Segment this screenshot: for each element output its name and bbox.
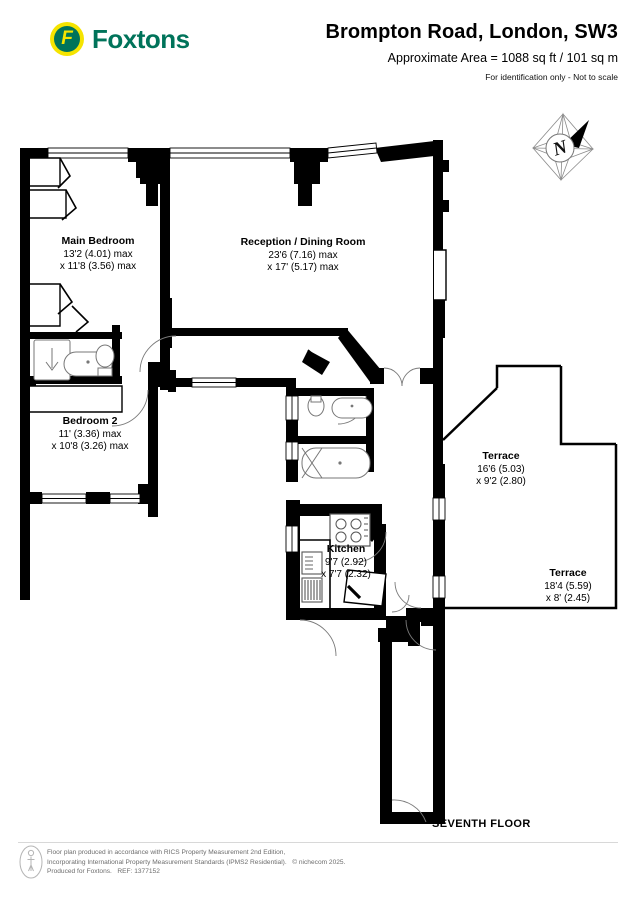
person-measure-icon — [18, 845, 44, 884]
footer-divider — [18, 842, 618, 843]
fixture-outlines — [30, 157, 447, 413]
header: F Foxtons Brompton Road, London, SW3 App… — [0, 0, 636, 110]
kitchen-fixtures — [300, 513, 387, 608]
room-label-kitchen: Kitchen 9'7 (2.92) x 7'7 (2.32) — [321, 543, 371, 580]
footer-disclaimer: Floor plan produced in accordance with R… — [47, 848, 345, 877]
room-label-terrace-lower: Terrace 18'4 (5.59) x 8' (2.45) — [544, 567, 592, 604]
title-block: Brompton Road, London, SW3 Approximate A… — [325, 20, 618, 83]
page-title: Brompton Road, London, SW3 — [325, 21, 618, 43]
shower-room-fixtures — [33, 339, 115, 381]
foxtons-logo: F Foxtons — [50, 22, 190, 56]
windows — [41, 142, 446, 599]
foxtons-logo-icon: F — [50, 22, 84, 56]
approximate-area: Approximate Area = 1088 sq ft / 101 sq m — [387, 51, 618, 65]
floorplan-drawing: Main Bedroom 13'2 (4.01) max x 11'8 (3.5… — [0, 100, 636, 840]
bathroom-fixtures — [301, 395, 373, 479]
footer-line-3: Produced for Foxtons. REF: 1377152 — [47, 868, 160, 876]
room-label-reception-dining: Reception / Dining Room 23'6 (7.16) max … — [240, 236, 366, 273]
room-label-main-bedroom: Main Bedroom 13'2 (4.01) max x 11'8 (3.5… — [59, 235, 137, 272]
footer-line-1: Floor plan produced in accordance with R… — [47, 849, 286, 856]
footer: Floor plan produced in accordance with R… — [0, 840, 636, 900]
compass-rose: N — [527, 108, 599, 186]
floor-caption: SEVENTH FLOOR — [432, 818, 531, 830]
footer-line-2: Incorporating International Property Mea… — [47, 858, 346, 866]
disclaimer-note: For identification only - Not to scale — [485, 72, 618, 82]
terrace-boundary — [440, 364, 618, 610]
room-label-bedroom-2: Bedroom 2 11' (3.36) max x 10'8 (3.26) m… — [51, 415, 129, 452]
logo-wordmark: Foxtons — [92, 23, 190, 54]
logo-letter: F — [61, 27, 73, 49]
room-label-terrace-upper: Terrace 16'6 (5.03) x 9'2 (2.80) — [476, 450, 526, 487]
door-leaf-marks — [57, 157, 323, 363]
